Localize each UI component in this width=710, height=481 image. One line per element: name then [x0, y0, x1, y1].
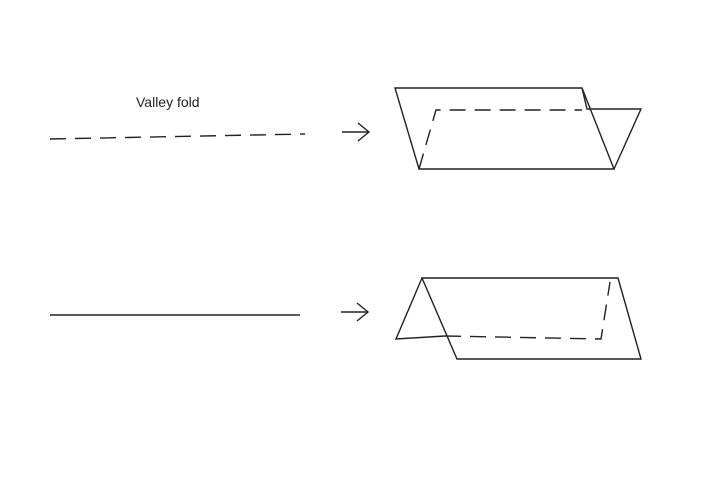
mountain-fold-row	[50, 277, 642, 360]
front-panel	[420, 277, 642, 360]
hidden-back-edge	[444, 281, 611, 340]
arrow-head	[357, 122, 371, 142]
valley-fold-row	[49, 87, 643, 170]
front-panel	[394, 87, 616, 170]
valley-fold-result	[394, 87, 643, 170]
hidden-back-edge	[418, 109, 582, 170]
valley-fold-line	[49, 133, 306, 140]
arrow-head	[356, 302, 370, 322]
back-flap	[394, 277, 446, 340]
back-flap	[581, 87, 643, 170]
valley-fold-label: Valley fold	[136, 94, 200, 110]
valley-fold-arrow	[342, 122, 371, 142]
mountain-fold-result	[394, 277, 642, 360]
mountain-fold-arrow	[341, 302, 370, 322]
